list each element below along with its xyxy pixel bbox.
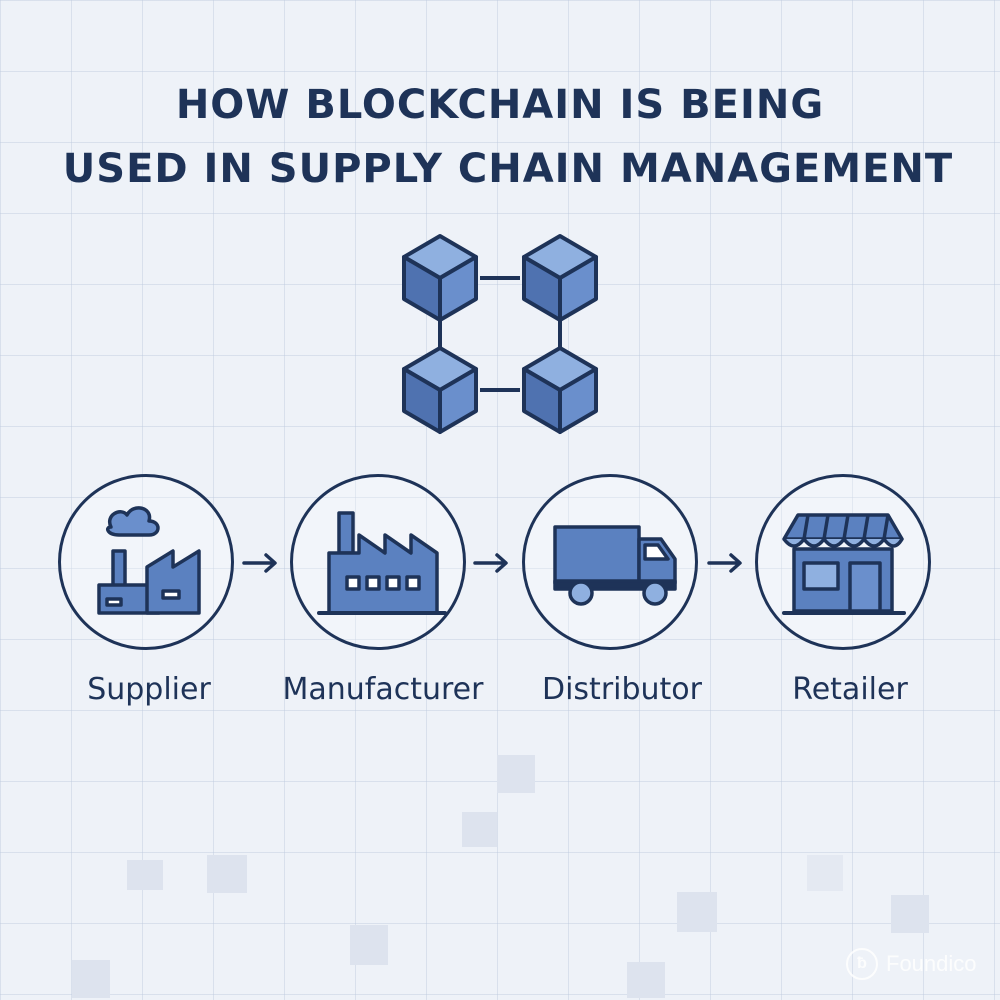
supplier-label: Supplier	[87, 672, 211, 707]
decorative-square	[207, 855, 247, 893]
arrow-right-icon	[242, 553, 277, 573]
decorative-square	[627, 962, 665, 998]
storefront-icon	[782, 513, 906, 615]
block-cube	[402, 234, 478, 322]
decorative-square	[807, 855, 843, 891]
distributor-node	[522, 474, 698, 650]
decorative-square	[891, 895, 929, 933]
page-title-line-1: HOW BLOCKCHAIN IS BEING	[175, 82, 825, 128]
foundico-watermark: ƀ Foundico	[846, 942, 996, 986]
block-cube	[402, 346, 478, 434]
block-cube	[522, 234, 598, 322]
decorative-square	[72, 960, 110, 998]
decorative-square	[462, 812, 497, 847]
decorative-square	[127, 860, 163, 890]
supplier-factory-icon	[97, 506, 201, 615]
foundico-logo-icon: ƀ	[846, 948, 878, 980]
retailer-node	[755, 474, 931, 650]
decorative-square	[350, 925, 388, 965]
manufacturer-factory-icon	[317, 511, 447, 615]
distributor-label: Distributor	[541, 672, 702, 707]
block-cube	[522, 346, 598, 434]
arrow-right-icon	[473, 553, 508, 573]
decorative-square	[677, 892, 717, 932]
retailer-label: Retailer	[792, 672, 908, 707]
manufacturer-label: Manufacturer	[282, 672, 484, 707]
arrow-right-icon	[707, 553, 742, 573]
supplier-node	[58, 474, 234, 650]
page-title-line-2: USED IN SUPPLY CHAIN MANAGEMENT	[62, 146, 954, 192]
decorative-square	[497, 755, 535, 793]
blockchain-network-icon	[402, 234, 598, 434]
watermark-text: Foundico	[886, 951, 977, 976]
delivery-truck-icon	[553, 525, 677, 606]
manufacturer-node	[290, 474, 466, 650]
